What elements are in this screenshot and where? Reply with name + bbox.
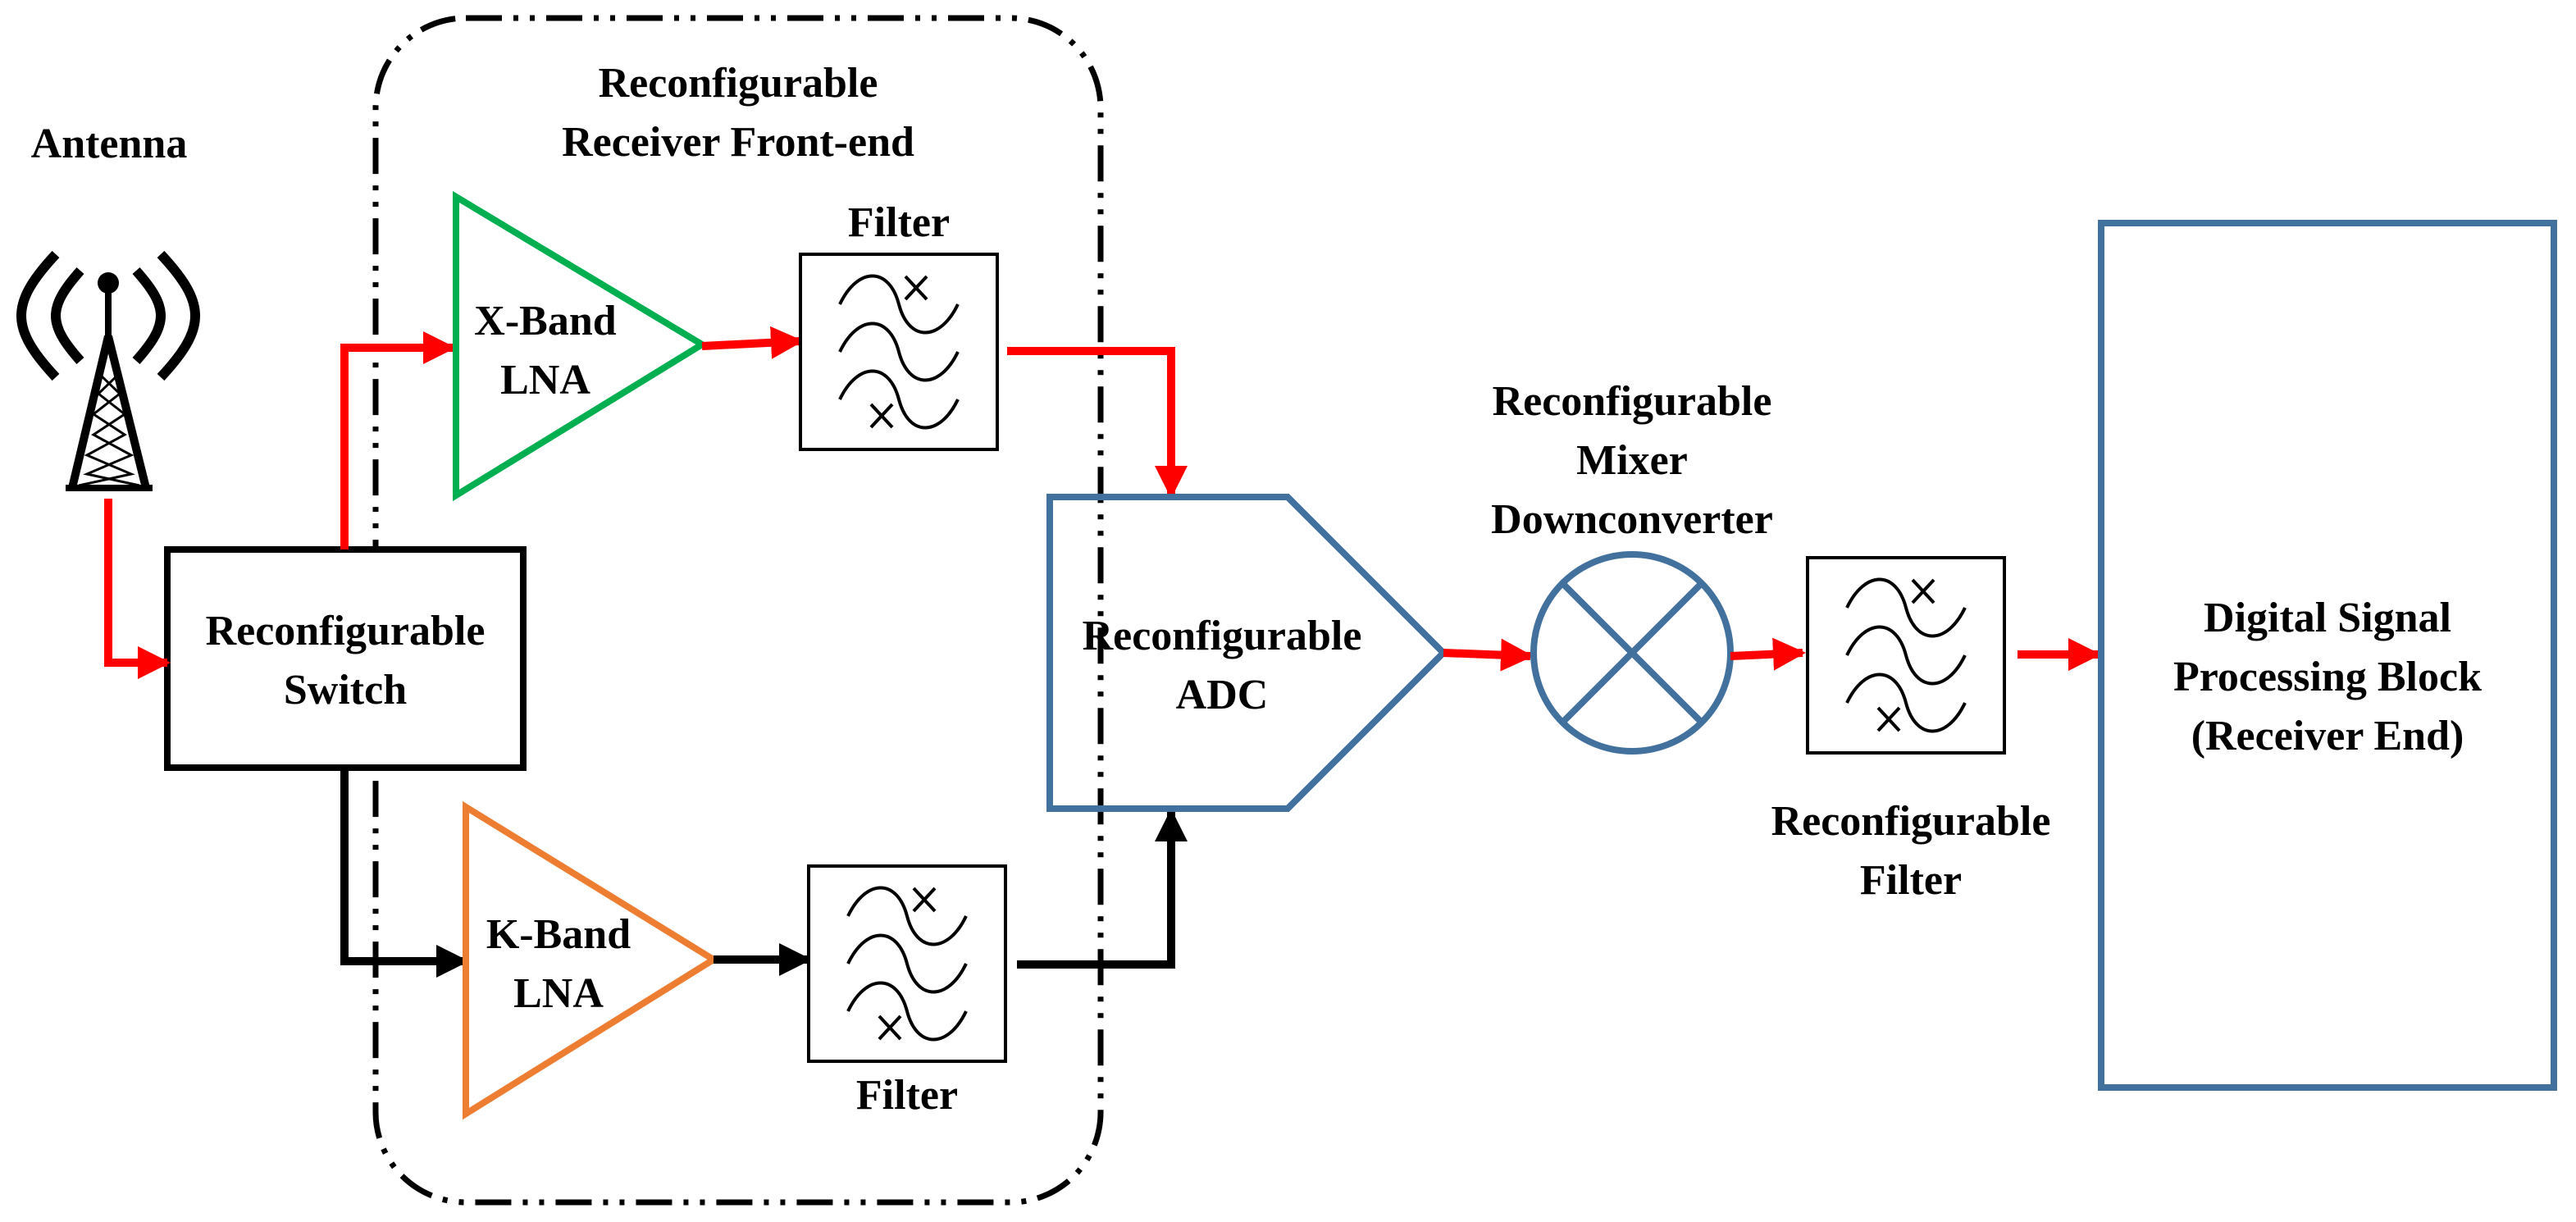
- k-band-lna-label: K-Band LNA: [486, 911, 631, 1017]
- mixer-label: Reconfigurable Mixer Downconverter: [1491, 378, 1773, 543]
- x-band-lna-label: X-Band LNA: [474, 298, 617, 404]
- mixer-icon: [1530, 551, 1734, 755]
- reconfigurable-adc-block: [1046, 494, 1448, 812]
- antenna-label: Antenna: [30, 121, 188, 167]
- adc-to-mixer-arrow: [1443, 638, 1534, 672]
- filter-top-label: Filter: [847, 199, 951, 246]
- adc-label: Reconfigurable ADC: [1082, 613, 1362, 718]
- x-band-lna-triangle: [453, 190, 709, 502]
- front-end-label: Reconfigurable Receiver Front-end: [562, 60, 914, 166]
- switch-to-k-lna-arrow: [340, 768, 469, 978]
- dsp-block: [2098, 220, 2557, 1091]
- filter-icon: [1806, 556, 2006, 755]
- antenna-to-switch-arrow: [104, 499, 171, 679]
- front-end-boundary: [372, 15, 1104, 1206]
- filter-bottom-label: Filter: [855, 1072, 959, 1119]
- top-filter-to-adc-arrow: [1007, 347, 1188, 499]
- filter-icon: [807, 864, 1007, 1063]
- reconfig-filter-label: Reconfigurable Filter: [1771, 798, 2051, 904]
- bottom-filter-to-adc-arrow: [1017, 809, 1188, 969]
- mixer-to-filter-arrow: [1730, 637, 1806, 671]
- switch-label: Reconfigurable Switch: [205, 608, 486, 714]
- k-band-lna-triangle: [463, 800, 720, 1120]
- switch-to-x-lna-arrow: [340, 331, 456, 549]
- dsp-label: Digital Signal Processing Block (Receive…: [2173, 595, 2483, 759]
- antenna-tower-icon: [16, 250, 200, 491]
- x-lna-to-filter-arrow: [701, 326, 804, 359]
- filter-icon: [799, 253, 999, 451]
